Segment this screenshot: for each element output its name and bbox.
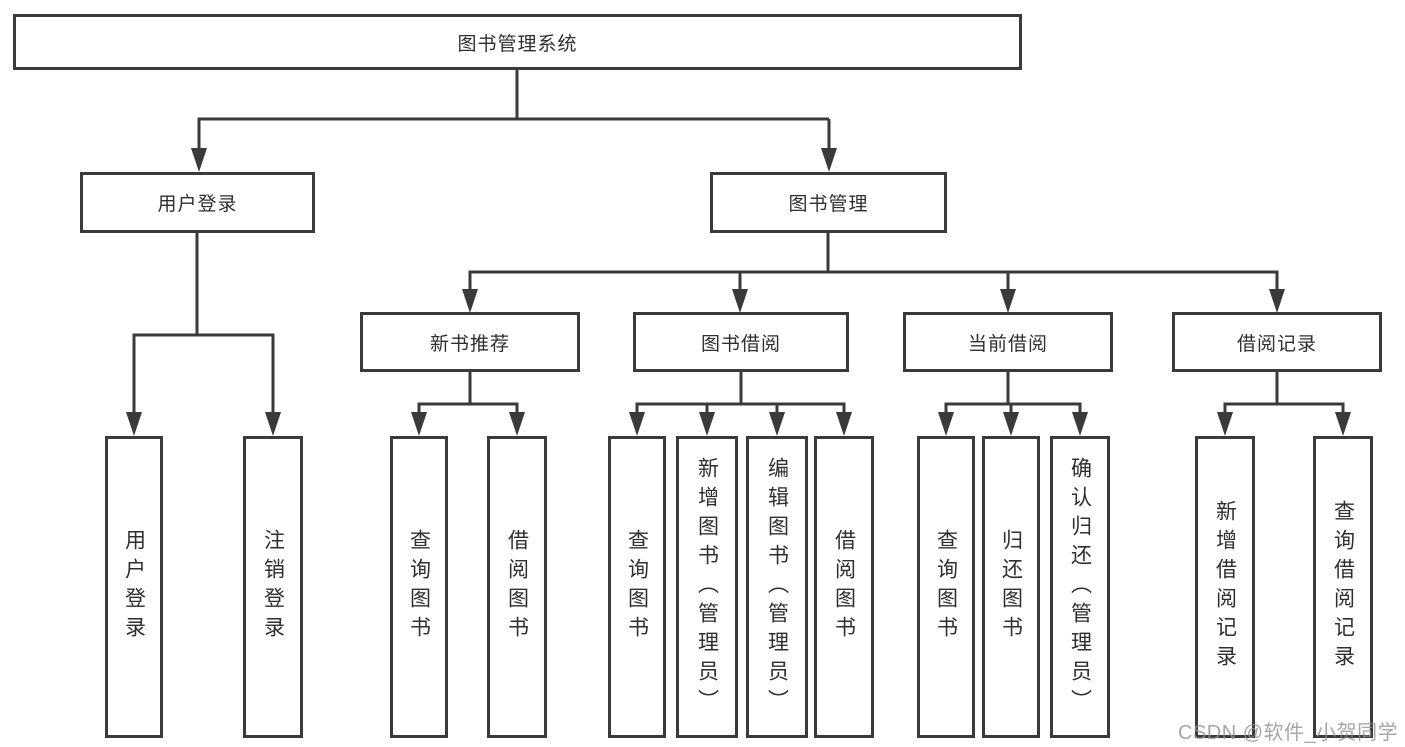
connector-userlogin-to-leaves: [132, 232, 275, 416]
node-book-mgmt-label: 图书管理: [788, 194, 869, 215]
connector-bookmgmt-to-level3: [468, 232, 1279, 293]
leaf-borrow-book-1-label: 借阅图书: [505, 529, 529, 645]
connector-bookborrow-to-leaves: [635, 372, 846, 416]
arrowheads-bookborrow-leaves: [629, 412, 852, 436]
leaf-borrow-book-2-label: 借阅图书: [832, 529, 856, 645]
leaf-borrow-book-2: 借阅图书: [814, 436, 874, 738]
leaf-user-login-label: 用户登录: [122, 529, 146, 645]
leaf-logout: 注销登录: [243, 436, 303, 738]
leaf-confirm-return-admin-label: 确认归还（管理员）: [1068, 456, 1092, 718]
node-new-book-rec: 新书推荐: [360, 312, 580, 372]
arrowheads-level3: [462, 289, 1285, 313]
connector-newbookrec-to-leaves: [417, 372, 519, 416]
leaf-user-login: 用户登录: [105, 436, 163, 738]
node-book-mgmt: 图书管理: [710, 172, 947, 233]
node-current-borrow: 当前借阅: [903, 312, 1113, 372]
leaf-add-borrow-record-label: 新增借阅记录: [1213, 500, 1237, 674]
node-current-borrow-label: 当前借阅: [967, 333, 1048, 355]
arrowheads-borrowrecord-leaves: [1217, 412, 1351, 436]
leaf-return-book-label: 归还图书: [999, 529, 1023, 645]
leaf-query-book-1: 查询图书: [390, 436, 448, 738]
leaf-query-book-3-label: 查询图书: [934, 529, 958, 645]
connector-currentborrow-to-leaves: [944, 372, 1082, 416]
node-book-borrow-label: 图书借阅: [700, 333, 781, 355]
leaf-query-book-2-label: 查询图书: [625, 529, 649, 645]
leaf-query-borrow-record-label: 查询借阅记录: [1331, 500, 1355, 674]
leaf-add-book-admin-label: 新增图书（管理员）: [695, 456, 719, 718]
leaf-query-book-2: 查询图书: [608, 436, 666, 738]
csdn-watermark: CSDN @软件_小贺同学: [1178, 722, 1399, 744]
leaf-return-book: 归还图书: [982, 436, 1040, 738]
arrowheads-level2: [191, 148, 837, 172]
connector-borrowrecord-to-leaves: [1223, 372, 1345, 416]
arrowheads-currentborrow-leaves: [938, 412, 1088, 436]
leaf-query-book-1-label: 查询图书: [407, 529, 431, 645]
node-root-label: 图书管理系统: [457, 33, 578, 55]
node-new-book-rec-label: 新书推荐: [429, 333, 510, 355]
node-borrow-record-label: 借阅记录: [1236, 333, 1317, 355]
node-user-login-label: 用户登录: [157, 194, 238, 215]
leaf-add-borrow-record: 新增借阅记录: [1195, 436, 1255, 738]
node-borrow-record: 借阅记录: [1172, 312, 1382, 372]
leaf-edit-book-admin: 编辑图书（管理员）: [746, 436, 808, 738]
node-root: 图书管理系统: [13, 14, 1022, 70]
leaf-query-borrow-record: 查询借阅记录: [1313, 436, 1373, 738]
arrowheads-newbookrec-leaves: [411, 412, 525, 436]
connector-root-to-level2: [197, 70, 831, 152]
leaf-borrow-book-1: 借阅图书: [487, 436, 547, 738]
arrowheads-userlogin-leaves: [126, 412, 281, 436]
leaf-logout-label: 注销登录: [261, 529, 285, 645]
leaf-query-book-3: 查询图书: [917, 436, 975, 738]
leaf-add-book-admin: 新增图书（管理员）: [676, 436, 738, 738]
leaf-edit-book-admin-label: 编辑图书（管理员）: [765, 456, 789, 718]
node-book-borrow: 图书借阅: [633, 312, 849, 372]
leaf-confirm-return-admin: 确认归还（管理员）: [1050, 436, 1110, 738]
node-user-login: 用户登录: [80, 172, 315, 233]
